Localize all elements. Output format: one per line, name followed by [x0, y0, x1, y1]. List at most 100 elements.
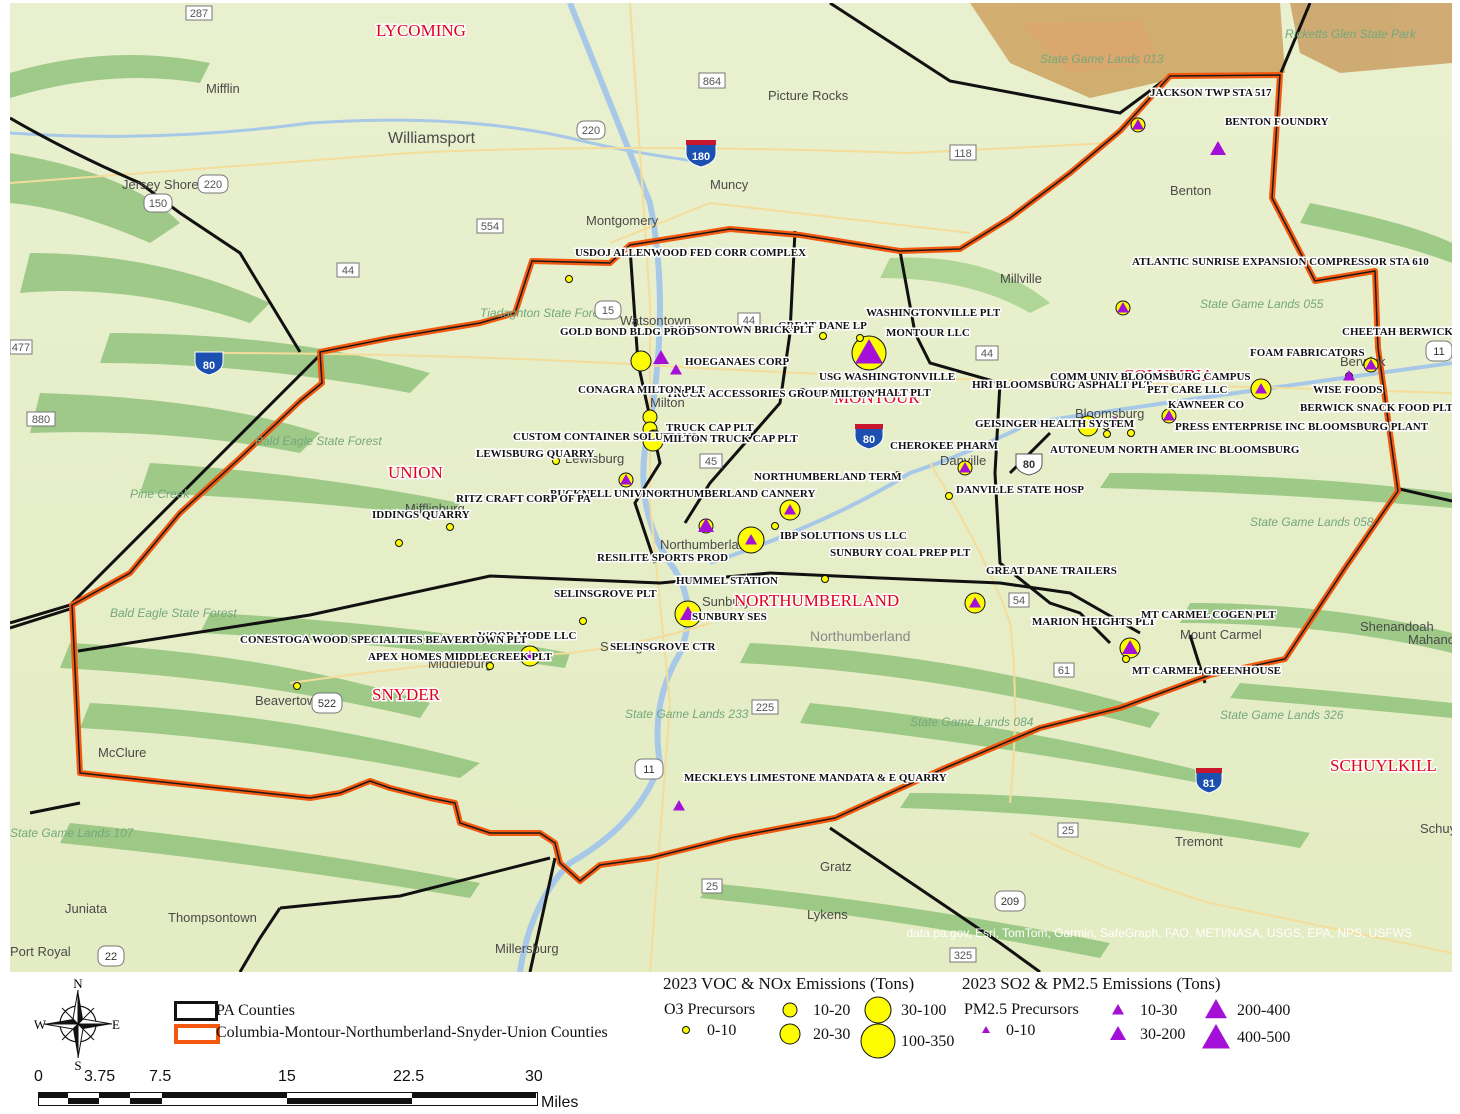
route-shield: 209 [994, 890, 1026, 912]
o3-precursor-marker [779, 1023, 801, 1045]
pm25-marker [1110, 1026, 1126, 1040]
natural-area-label: Ricketts Glen State Park [1285, 27, 1417, 41]
route-shield: 44 [975, 345, 999, 361]
natural-area-label: State Game Lands 084 [910, 715, 1034, 729]
facility-label: BENTON FOUNDRY [1225, 116, 1329, 128]
place-label: Millville [1000, 271, 1042, 286]
route-shield: 80 [194, 351, 224, 376]
voc-class-label: 10-20 [813, 1002, 851, 1019]
facility-label: IDDINGS QUARRY [372, 509, 470, 521]
place-label: Juniata [65, 901, 108, 916]
pa-counties-swatch [174, 1001, 218, 1021]
pm25-marker [1205, 999, 1227, 1019]
route-shield: 864 [698, 72, 726, 89]
facility-label: NORTHUMBERLAND CANNERY [646, 488, 815, 500]
svg-text:11: 11 [643, 764, 654, 776]
facility-label: USG WASHINGTONVILLE [819, 371, 955, 383]
pm25-marker [673, 800, 685, 811]
place-label: Thompsontown [168, 910, 257, 925]
svg-text:S: S [74, 1058, 81, 1070]
svg-text:554: 554 [481, 221, 499, 233]
route-shield: 325 [949, 947, 977, 963]
pm25-marker [1122, 640, 1138, 654]
facility-markers [293, 117, 1379, 811]
county-label-lycoming: LYCOMING [376, 21, 466, 40]
place-label: Middleburg [428, 656, 492, 671]
route-shield: 80 [1015, 453, 1043, 476]
county-label-northumberland: NORTHUMBERLAND [734, 591, 899, 610]
facility-label: MILTON TRUCK CAP PLT [663, 433, 798, 445]
facility-label: MT CARMEL COGEN PLT [1141, 609, 1276, 621]
county-label-montour: MONTOUR [834, 388, 920, 407]
facility-label: RITZ CRAFT CORP OF PA [456, 493, 591, 505]
svg-text:80: 80 [203, 360, 215, 372]
facility-label: BERWICK SNACK FOOD PLT [1300, 402, 1452, 414]
o3-precursor-marker [945, 492, 953, 500]
facility-label: DANVILLE STATE HOSP [956, 484, 1084, 496]
pm25-marker [653, 350, 669, 364]
svg-text:220: 220 [204, 179, 222, 191]
facility-label: AUTONEUM NORTH AMER INC BLOOMSBURG [1050, 444, 1300, 456]
o3-precursor-marker [798, 388, 806, 396]
place-label: Milton [650, 395, 685, 410]
route-shield: 150 [143, 193, 173, 213]
pm25-marker [620, 474, 632, 485]
o3-precursor-marker [1122, 655, 1130, 663]
natural-area-labels: State Game Lands 013 Ricketts Glen State… [10, 27, 1417, 840]
facility-label: WATSONTOWN BRICK PLT [670, 324, 814, 336]
route-shield: 880 [26, 411, 56, 427]
o3-precursor-marker [552, 457, 560, 465]
place-label: Watsontown [620, 313, 691, 328]
svg-text:54: 54 [1013, 595, 1025, 607]
route-shield: 25 [1057, 822, 1079, 838]
facility-label: HUMMEL STATION [676, 575, 778, 587]
pm-legend-group: PM2.5 Precursors [964, 1001, 1079, 1018]
county-labels: LYCOMING UNION MONTOUR COLUMBIA NORTHUMB… [371, 20, 1439, 777]
place-label: Port Royal [10, 944, 71, 959]
svg-text:150: 150 [149, 198, 167, 210]
svg-text:15: 15 [602, 305, 614, 317]
svg-text:11: 11 [1433, 346, 1444, 358]
facility-label: MONTOUR LLC [886, 327, 970, 339]
facility-label: WASHINGTONVILLE PLT [866, 307, 1001, 319]
map-attribution: data.pa.gov, Esri, TomTom, Garmin, SafeG… [907, 926, 1413, 940]
facility-label: COMM UNIV BLOOMSBURG CAMPUS [1050, 371, 1251, 383]
facility-label: APEX HOMES MIDDLECREEK PLT [368, 651, 553, 663]
route-shield: 477 [10, 339, 33, 355]
map-legend: N S W E PA Counties Columbia-Montour-Nor… [0, 972, 1460, 1114]
scale-tick-label: 30 [525, 1068, 543, 1085]
pm-class-label: 0-10 [1006, 1022, 1036, 1039]
place-label: Mifflinburg [405, 501, 465, 516]
o3-precursor-marker [579, 617, 587, 625]
svg-text:44: 44 [342, 265, 354, 277]
facility-label: MECKLEYS LIMESTONE MANDATA & E QUARRY [684, 772, 947, 784]
pm-legend-title: 2023 SO2 & PM2.5 Emissions (Tons) [962, 974, 1221, 993]
facility-label: GOLD BOND BLDG PROD [560, 326, 695, 338]
pm25-marker [1132, 119, 1144, 130]
place-label: Tremont [1175, 834, 1223, 849]
scale-tick-label: 7.5 [149, 1068, 172, 1085]
o3-precursor-marker [1077, 415, 1099, 437]
facility-label: USDOJ ALLENWOOD FED CORR COMPLEX [575, 247, 806, 259]
svg-text:80: 80 [1023, 459, 1035, 471]
route-shield: 61 [1053, 662, 1075, 678]
facility-label: SELINSGROVE PLT [554, 588, 657, 600]
o3-precursor-marker [395, 539, 403, 547]
voc-legend-title: 2023 VOC & NOx Emissions (Tons) [663, 974, 915, 993]
voc-legend-group: O3 Precursors [664, 1001, 756, 1018]
o3-precursor-marker [894, 471, 902, 479]
route-shield: 81 [1195, 768, 1223, 794]
map-canvas[interactable]: State Game Lands 013 Ricketts Glen State… [10, 3, 1452, 972]
svg-text:44: 44 [981, 348, 993, 360]
facility-labels: JACKSON TWP STA 517 BENTON FOUNDRY USDOJ… [239, 86, 1453, 786]
pm25-marker [1112, 1004, 1124, 1015]
place-label: Mount Carmel [1180, 627, 1262, 642]
facility-label: MARION HEIGHTS PLT [1032, 616, 1156, 628]
svg-text:44: 44 [743, 315, 755, 327]
route-shield: 522 [311, 692, 343, 714]
county-label-columbia: COLUMBIA [1123, 366, 1214, 385]
svg-text:225: 225 [756, 702, 774, 714]
voc-class-label: 0-10 [707, 1022, 737, 1039]
svg-text:325: 325 [954, 950, 972, 962]
place-label: Montgomery [586, 213, 659, 228]
